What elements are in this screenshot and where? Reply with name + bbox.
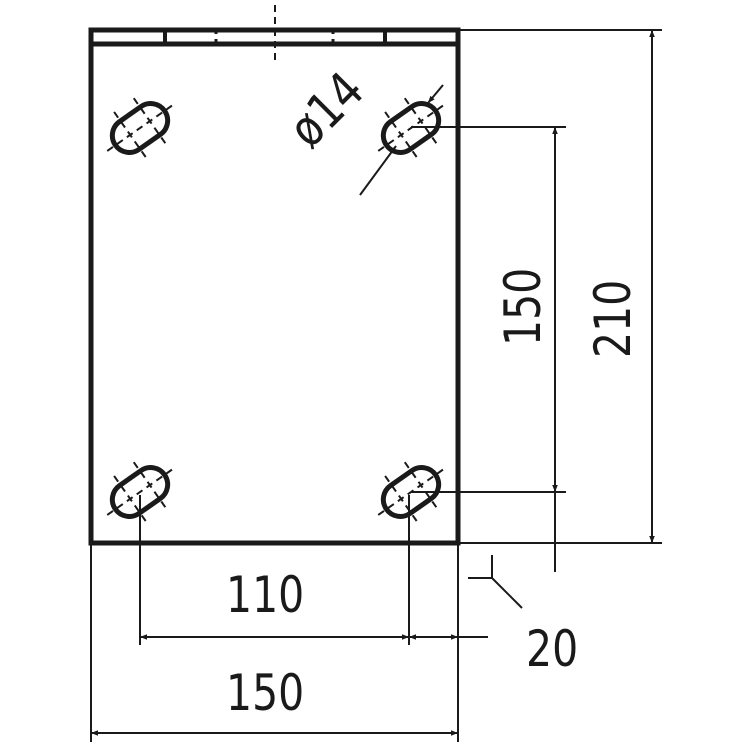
dim-label-20: 20 xyxy=(526,620,578,678)
hole-diameter-label: ø14 xyxy=(277,61,375,159)
dim-label-150-vertical: 150 xyxy=(494,268,552,346)
dim-label-110: 110 xyxy=(226,566,304,624)
dim-label-210: 210 xyxy=(584,280,642,358)
hole-leader xyxy=(359,145,397,196)
plate-outline xyxy=(88,5,461,546)
dim-label-150-width: 150 xyxy=(226,664,304,722)
mounting-slot-top-left xyxy=(91,82,189,174)
offset-leader-symbol xyxy=(468,555,523,609)
dimension-lines xyxy=(90,29,662,742)
